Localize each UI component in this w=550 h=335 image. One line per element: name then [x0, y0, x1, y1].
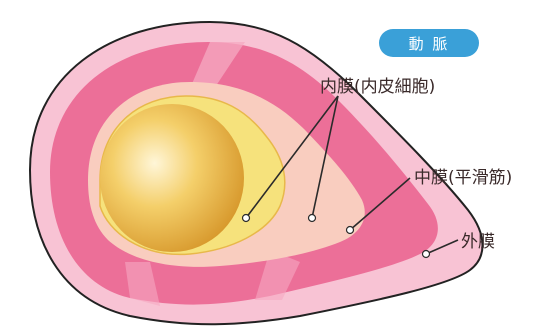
label-intima: 内膜(内皮細胞): [320, 72, 435, 97]
dot-endothelium: [243, 215, 250, 222]
label-media: 中膜(平滑筋): [414, 163, 512, 188]
dot-intima: [309, 215, 316, 222]
dot-media: [347, 227, 354, 234]
label-adventitia: 外膜: [461, 227, 495, 252]
dot-adventitia: [423, 251, 430, 258]
lumen: [100, 104, 244, 252]
title-badge: 動 脈: [379, 29, 479, 57]
